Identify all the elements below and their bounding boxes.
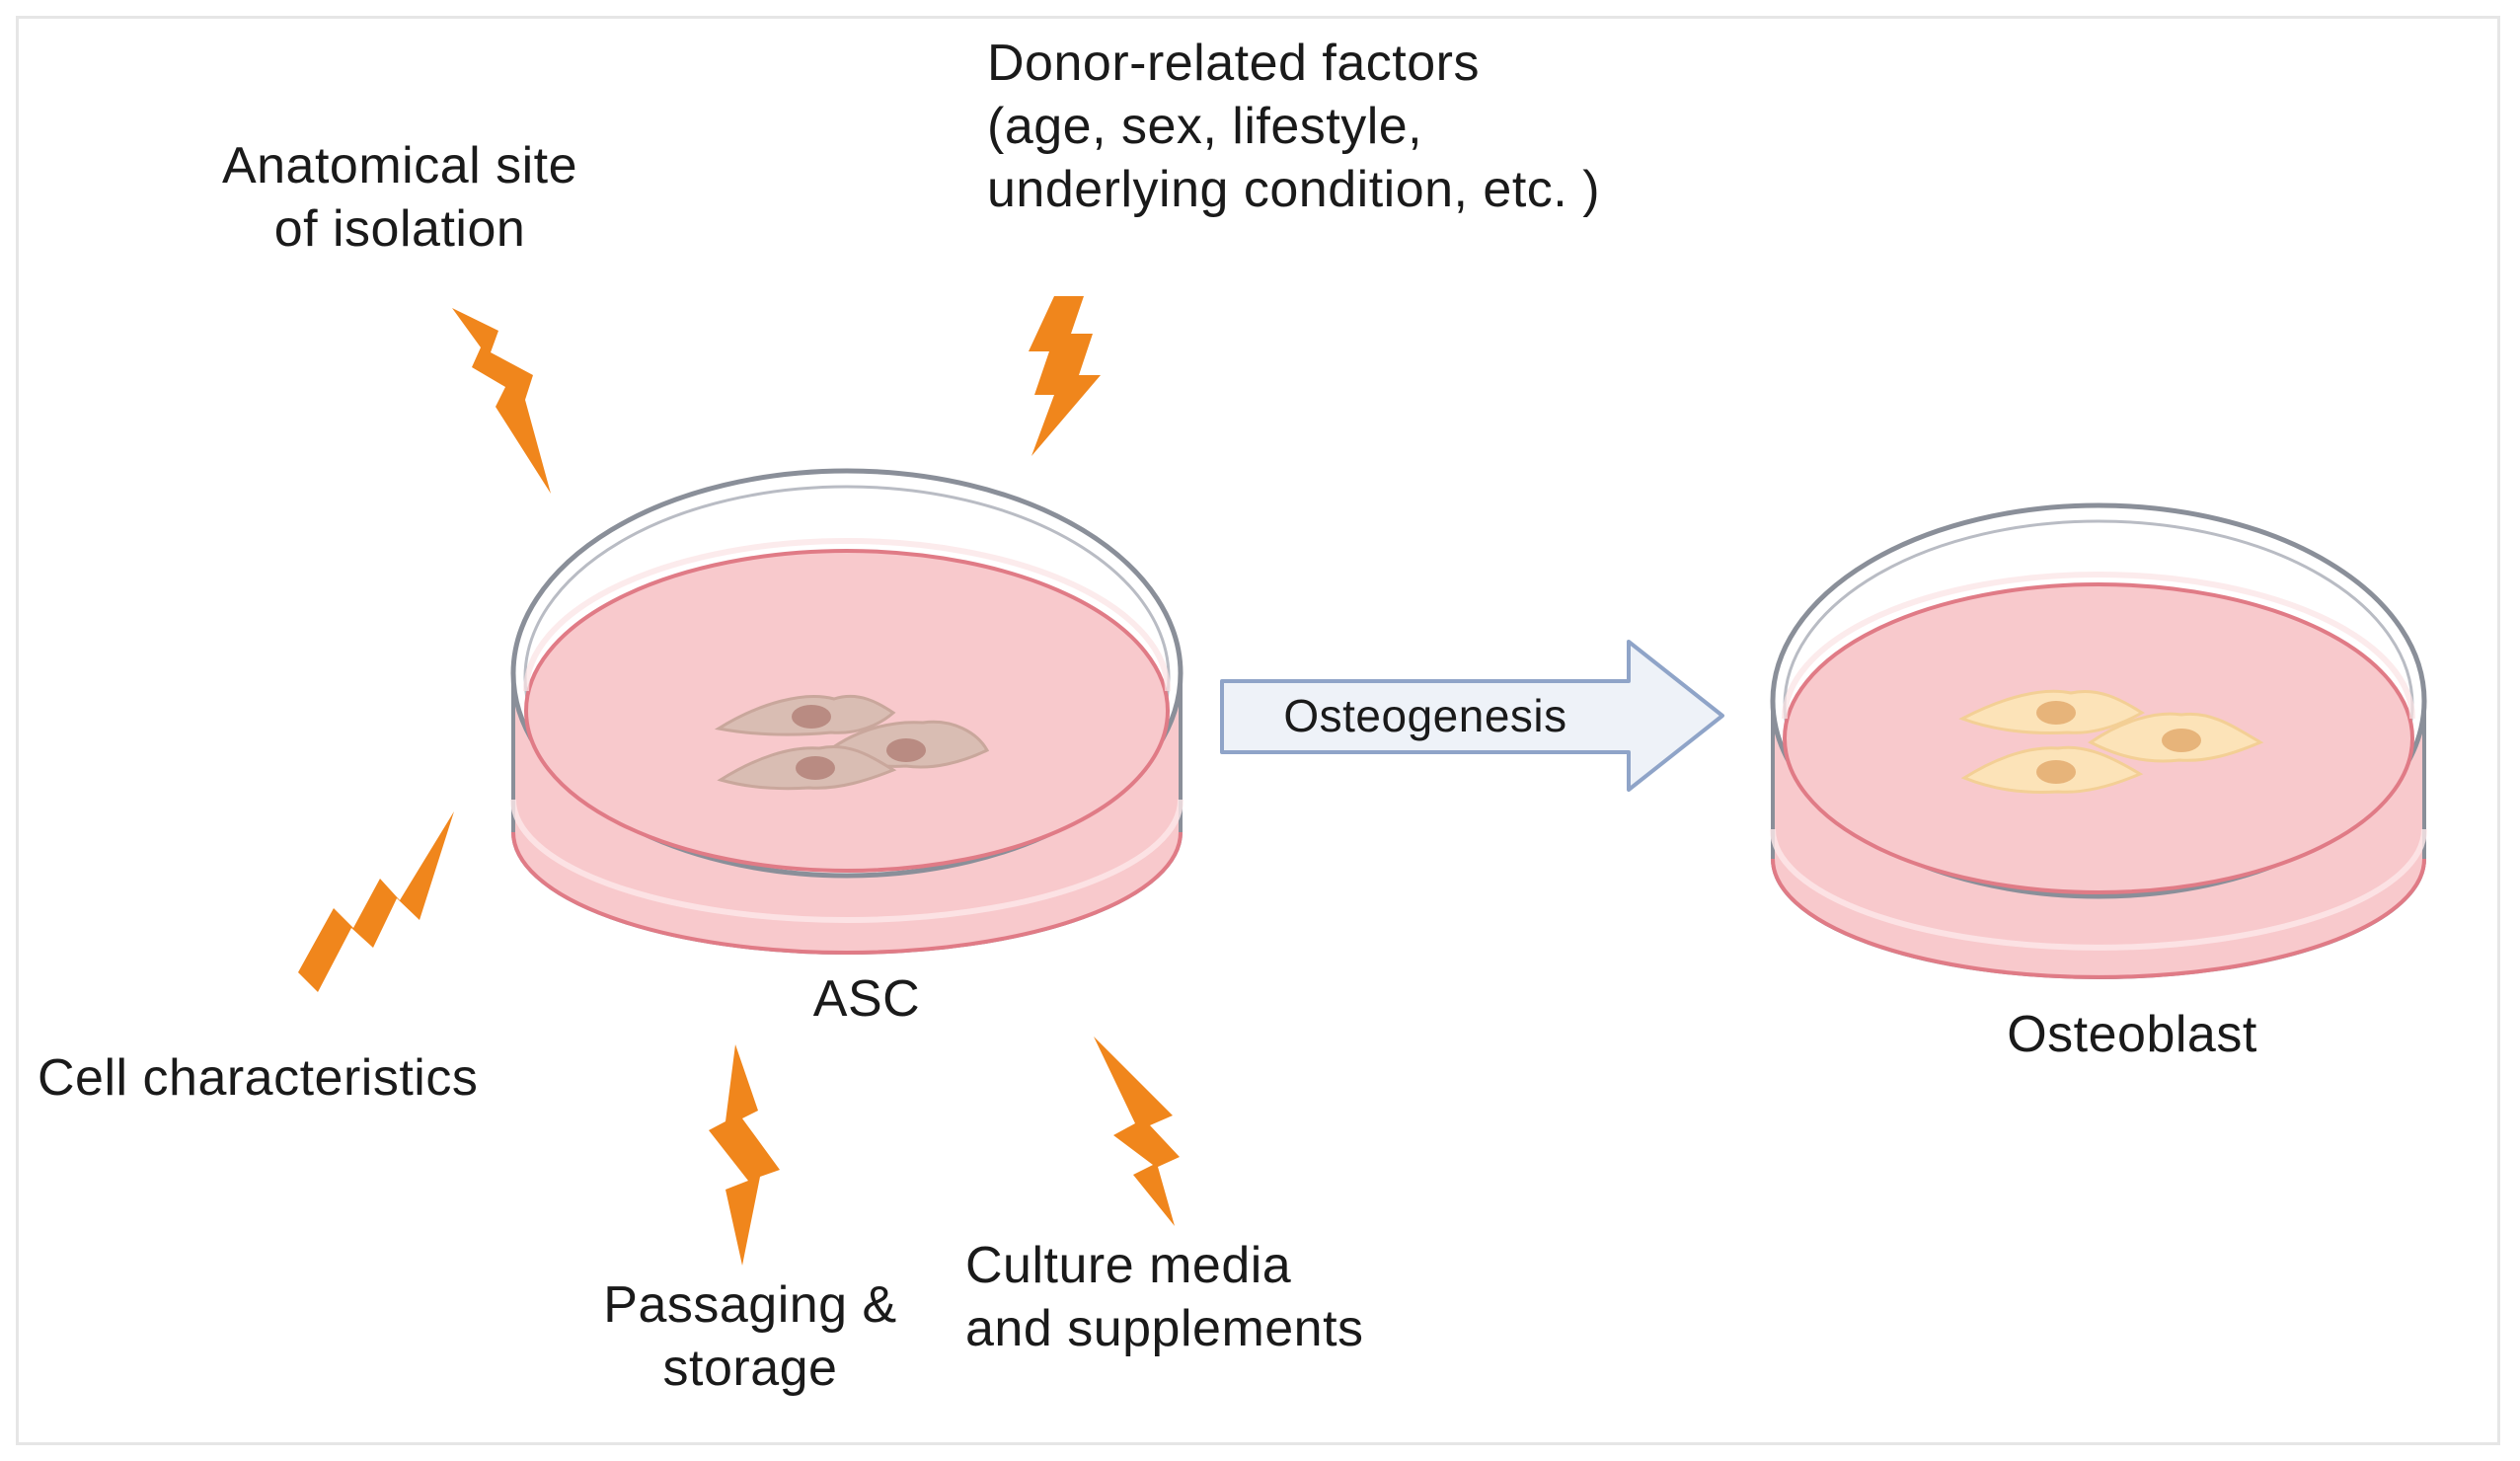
- bolt-culture-icon: [1094, 1037, 1180, 1226]
- label-anatomical-site: Anatomical site of isolation: [195, 134, 604, 261]
- bolt-donor-icon: [1029, 296, 1101, 456]
- bolt-anatomical-icon: [452, 308, 551, 494]
- asc-cells: [714, 694, 990, 791]
- petri-dish-asc: [510, 468, 1184, 955]
- label-donor-line2: (age, sex, lifestyle,: [987, 98, 1423, 155]
- factor-bolts: [298, 296, 1180, 1266]
- label-donor-line1: Donor-related factors: [987, 35, 1480, 92]
- label-passaging: Passaging & storage: [582, 1273, 918, 1400]
- label-passaging-line1: Passaging &: [603, 1276, 897, 1334]
- label-anatomical-line1: Anatomical site: [221, 137, 578, 194]
- osteogenesis-arrow: [1220, 640, 1724, 792]
- petri-dish-osteoblast: [1770, 502, 2427, 979]
- label-anatomical-line2: of isolation: [273, 200, 526, 258]
- label-culture-line1: Culture media: [965, 1237, 1292, 1294]
- label-cell-characteristics: Cell characteristics: [38, 1049, 479, 1107]
- label-culture-line2: and supplements: [965, 1300, 1364, 1357]
- label-culture-media: Culture media and supplements: [965, 1234, 1364, 1360]
- osteoblast-cells: [1958, 689, 2264, 794]
- label-passaging-line2: storage: [662, 1340, 838, 1397]
- bolt-passaging-icon: [709, 1044, 780, 1266]
- dish-label-osteoblast: Osteoblast: [2007, 1006, 2257, 1063]
- label-donor-factors: Donor-related factors (age, sex, lifesty…: [987, 32, 1600, 221]
- bolt-cell-char-icon: [298, 811, 454, 992]
- arrow-label-osteogenesis: Osteogenesis: [1283, 690, 1567, 741]
- label-donor-line3: underlying condition, etc. ): [987, 161, 1601, 218]
- dish-label-asc: ASC: [812, 970, 921, 1028]
